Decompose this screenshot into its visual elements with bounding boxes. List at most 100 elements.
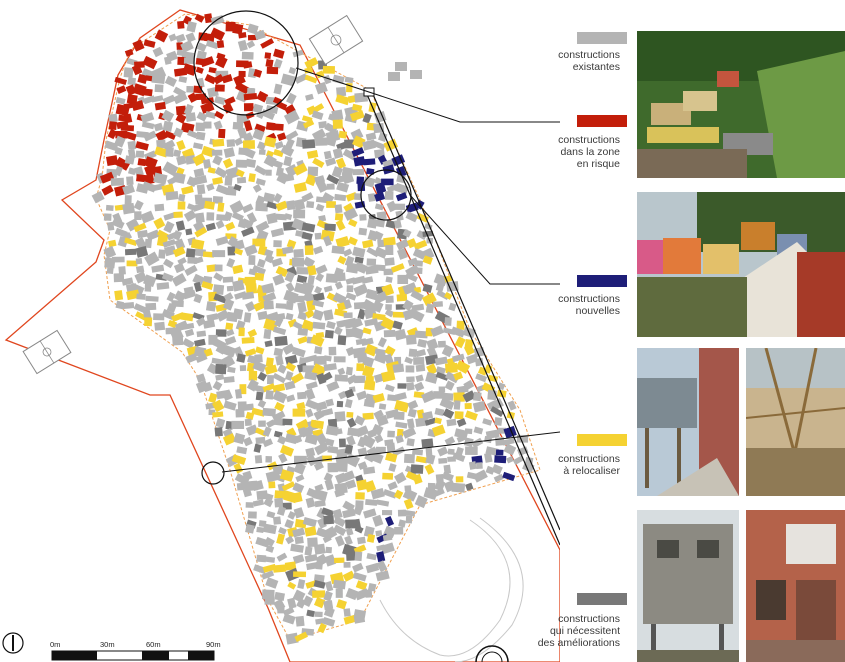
building (355, 580, 368, 591)
building (363, 380, 376, 391)
building (332, 524, 347, 537)
building (410, 70, 422, 79)
settlement-map (2, 9, 560, 662)
building (296, 267, 309, 275)
building (243, 103, 254, 112)
building (390, 263, 405, 273)
building (455, 360, 471, 374)
building (387, 394, 398, 402)
building (173, 211, 183, 219)
building (321, 408, 334, 417)
building (317, 622, 327, 634)
building (285, 362, 297, 372)
building (194, 226, 208, 238)
building (454, 428, 469, 440)
building (265, 577, 279, 589)
building (234, 81, 250, 95)
building (265, 58, 274, 68)
legend-swatch-existing (577, 32, 627, 44)
building (307, 166, 319, 177)
building (353, 156, 366, 167)
building (395, 434, 404, 444)
building (455, 476, 464, 483)
building (194, 13, 205, 23)
building (394, 328, 407, 341)
building (453, 392, 465, 402)
building (314, 611, 323, 618)
building (331, 245, 345, 255)
building (261, 589, 275, 600)
building (407, 408, 417, 418)
building (353, 506, 363, 516)
building (405, 515, 413, 524)
building (271, 123, 284, 131)
building (121, 301, 135, 310)
building (124, 155, 135, 165)
building (343, 562, 351, 568)
building (215, 219, 225, 229)
building (137, 73, 148, 84)
building (215, 236, 229, 246)
building (206, 212, 215, 221)
building (277, 363, 288, 374)
building (224, 96, 236, 106)
building (222, 433, 237, 446)
building (195, 122, 206, 132)
building (402, 488, 418, 502)
building (236, 176, 247, 184)
building (425, 371, 439, 384)
building (276, 132, 287, 142)
building (223, 147, 235, 159)
building (124, 48, 134, 57)
building (323, 515, 335, 525)
building (304, 388, 316, 401)
building (378, 132, 388, 142)
building (165, 190, 179, 201)
building (256, 141, 267, 151)
building (494, 417, 503, 426)
building (129, 282, 145, 296)
building (304, 245, 314, 256)
building (142, 55, 158, 70)
building (322, 616, 336, 627)
building (171, 300, 184, 308)
building (334, 204, 343, 214)
brick-laundry-photo (746, 510, 845, 662)
building (444, 380, 455, 391)
building (343, 614, 357, 625)
building (363, 466, 376, 475)
building (123, 130, 137, 141)
building (366, 533, 376, 543)
building (247, 328, 258, 338)
building (285, 300, 294, 311)
building (245, 524, 255, 534)
building (215, 70, 229, 77)
building (260, 38, 275, 49)
building (274, 591, 286, 602)
building (103, 245, 117, 259)
building (237, 39, 248, 52)
building (304, 554, 318, 563)
building (113, 273, 125, 283)
building (254, 165, 268, 176)
building (154, 29, 169, 43)
building (472, 469, 488, 483)
building (227, 236, 238, 248)
building (201, 281, 214, 290)
building (312, 157, 325, 169)
building (256, 90, 269, 103)
building (328, 346, 337, 356)
building (273, 83, 283, 95)
building (243, 120, 253, 132)
building (144, 317, 153, 327)
building (402, 299, 414, 311)
building (334, 535, 345, 547)
building (292, 295, 305, 303)
building (410, 309, 425, 323)
building (393, 411, 405, 420)
building (233, 183, 242, 192)
building (168, 33, 177, 42)
building (312, 299, 325, 308)
building (272, 564, 287, 573)
building (312, 103, 325, 113)
